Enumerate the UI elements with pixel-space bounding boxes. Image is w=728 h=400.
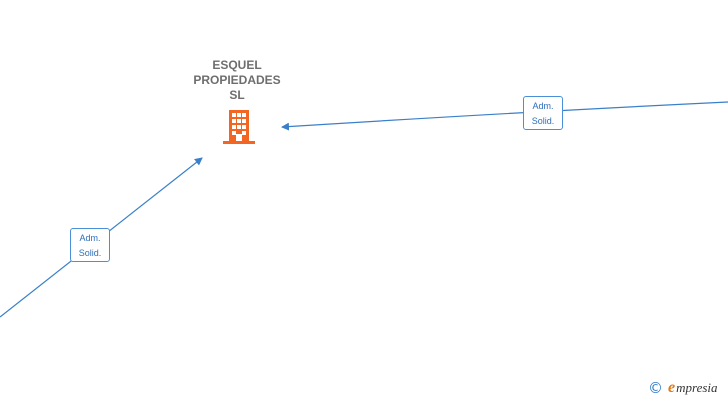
edge-label-left[interactable]: Adm. Solid. [70,228,110,262]
edge-label-left-line-1: Adm. [79,233,101,243]
brand-logo-initial: e [668,379,676,396]
company-name-line-3: SL [229,88,245,102]
empresia-brand[interactable]: © e mpresia [648,378,718,398]
edge-label-right-line-1: Adm. [532,101,554,111]
company-name-line-2: PROPIEDADES [193,73,281,87]
company-name[interactable]: ESQUEL PROPIEDADES SL [182,58,292,103]
edge-label-left-line-2: Solid. [78,248,102,258]
copyright-icon: © [648,379,663,397]
building-icon[interactable] [223,110,255,144]
edge-label-right[interactable]: Adm. Solid. [523,96,563,130]
edge-label-right-line-2: Solid. [531,116,555,126]
edge-line-right [281,101,728,131]
brand-logo-text: mpresia [676,380,718,395]
company-name-line-1: ESQUEL [212,58,262,72]
